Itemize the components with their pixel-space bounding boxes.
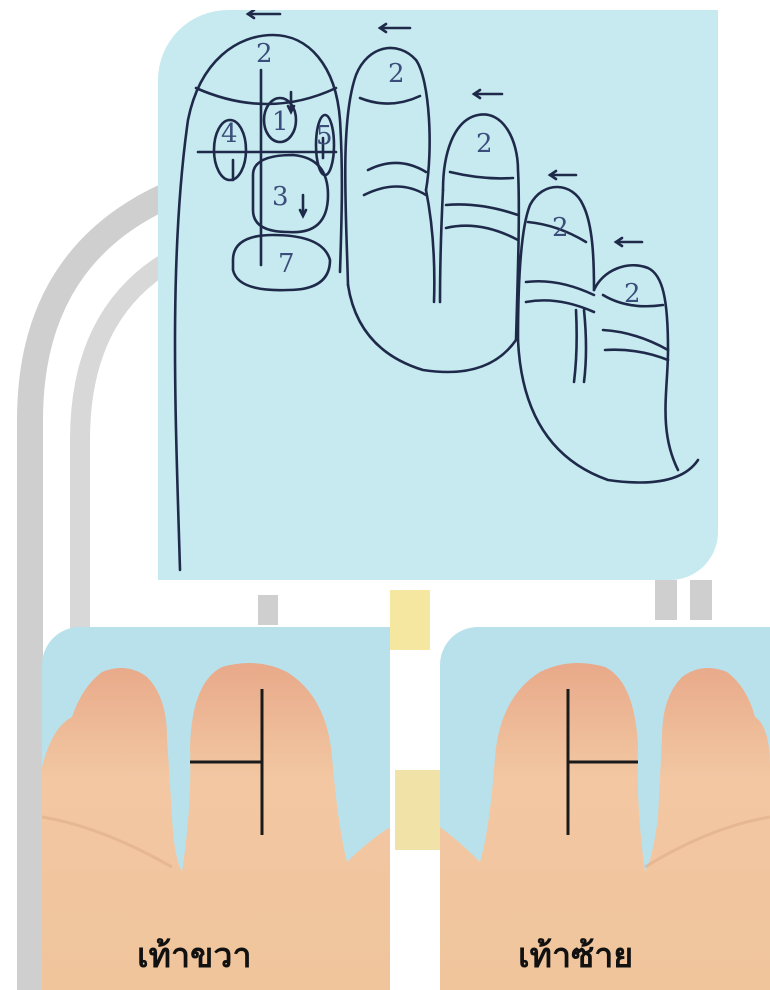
label-big-toe-zone-4: 4 [221, 119, 238, 149]
toe-drawing: 2 1 4 5 3 7 2 2 2 2 [158, 10, 718, 580]
toe-zone-diagram: 2 1 4 5 3 7 2 2 2 2 [158, 10, 718, 580]
label-second-toe-2: 2 [388, 59, 405, 89]
label-big-toe-zone-7: 7 [278, 249, 295, 279]
right-foot-photo: เท้าขวา [42, 627, 390, 990]
label-fifth-toe-2: 2 [624, 279, 641, 309]
right-foot-caption: เท้าขวา [137, 928, 252, 982]
label-big-toe-zone-5: 5 [316, 121, 333, 151]
big-toe-outline [175, 35, 342, 570]
left-foot-caption: เท้าซ้าย [518, 928, 633, 982]
label-fourth-toe-2: 2 [552, 213, 569, 243]
label-big-toe-zone-2: 2 [256, 39, 273, 69]
left-foot-photo: เท้าซ้าย [440, 627, 770, 990]
label-third-toe-2: 2 [476, 129, 493, 159]
label-big-toe-zone-1: 1 [272, 107, 289, 137]
fourth-toe-outline [518, 187, 594, 340]
label-big-toe-zone-3: 3 [272, 182, 289, 212]
